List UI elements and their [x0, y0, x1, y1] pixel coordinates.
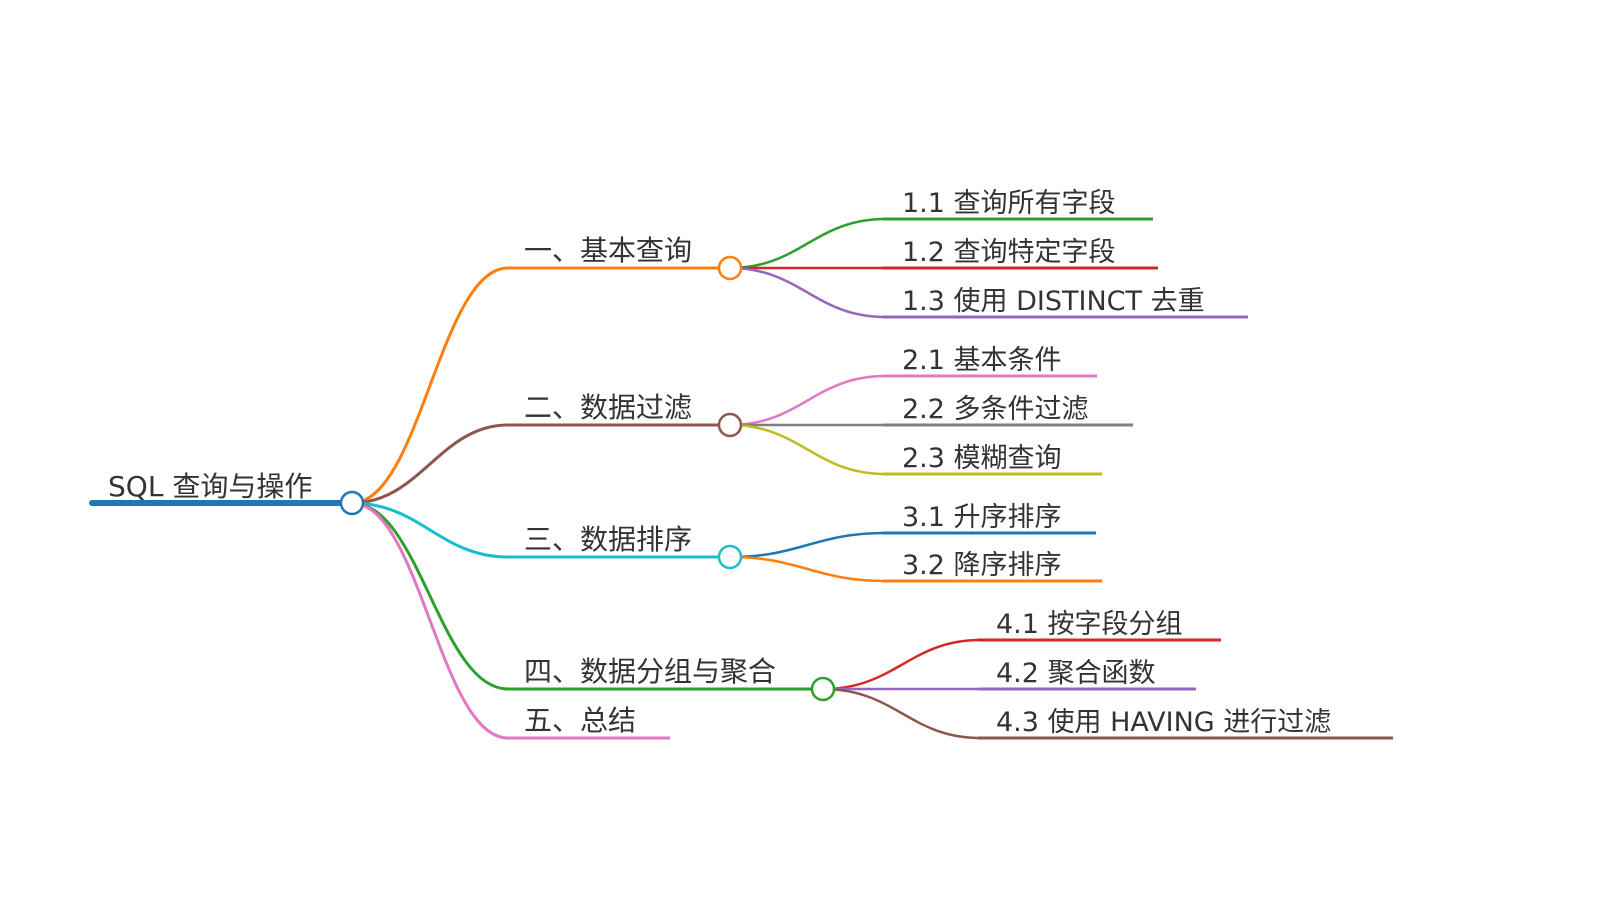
- leaf-label: 1.2 查询特定字段: [902, 237, 1116, 268]
- branch-data-sort: 三、数据排序 3.1 升序排序 3.2 降序排序: [351, 501, 1102, 583]
- branch-node-group-aggregate[interactable]: [810, 676, 836, 702]
- branch-label-summary: 五、总结: [524, 704, 636, 737]
- branch-label-data-filter: 二、数据过滤: [524, 391, 692, 424]
- leaf-label: 4.2 聚合函数: [996, 658, 1156, 689]
- leaf-label: 2.3 模糊查询: [902, 443, 1062, 474]
- branch-label-basic-query: 一、基本查询: [524, 234, 692, 267]
- branch-node-data-filter[interactable]: [717, 412, 743, 438]
- branch-data-filter: 二、数据过滤 2.1 基本条件 2.2 多条件过滤 2.3 模糊查询: [351, 345, 1133, 505]
- leaf-label: 2.2 多条件过滤: [902, 394, 1089, 425]
- leaf-connector: [729, 531, 886, 559]
- leaf-connector: [729, 555, 886, 583]
- leaf-label: 4.1 按字段分组: [996, 609, 1183, 640]
- root-node-circle[interactable]: [339, 490, 365, 516]
- leaf-label: 2.1 基本条件: [902, 345, 1062, 376]
- leaf-connector: [729, 266, 886, 319]
- leaf-label: 3.2 降序排序: [902, 550, 1062, 581]
- leaf-label: 4.3 使用 HAVING 进行过滤: [996, 707, 1331, 738]
- root-node: SQL 查询与操作: [89, 470, 355, 506]
- leaf-connector: [822, 687, 981, 740]
- leaf-label: 1.1 查询所有字段: [902, 188, 1116, 219]
- branch-connector-group-aggregate: [351, 501, 509, 691]
- leaf-label: 1.3 使用 DISTINCT 去重: [902, 286, 1205, 317]
- branch-connector-summary: [351, 501, 509, 740]
- branch-node-data-sort[interactable]: [717, 544, 743, 570]
- leaf-connector: [729, 374, 886, 427]
- branch-basic-query: 一、基本查询 1.1 查询所有字段 1.2 查询特定字段 1.3 使用 DIST…: [351, 188, 1248, 505]
- leaf-label: 3.1 升序排序: [902, 502, 1062, 533]
- branch-connector-data-sort: [351, 501, 509, 559]
- leaf-connector: [822, 638, 981, 691]
- branch-group-aggregate: 四、数据分组与聚合 4.1 按字段分组 4.2 聚合函数 4.3 使用 HAVI…: [351, 501, 1393, 740]
- branch-label-group-aggregate: 四、数据分组与聚合: [524, 655, 776, 688]
- branch-connector-basic-query: [351, 266, 509, 505]
- root-label: SQL 查询与操作: [108, 470, 312, 503]
- branch-label-data-sort: 三、数据排序: [524, 523, 692, 556]
- branch-connector-data-filter: [351, 423, 509, 505]
- leaf-connector: [729, 423, 886, 476]
- leaf-connector: [729, 217, 886, 270]
- branch-node-basic-query[interactable]: [717, 255, 743, 281]
- branch-summary: 五、总结: [351, 501, 670, 740]
